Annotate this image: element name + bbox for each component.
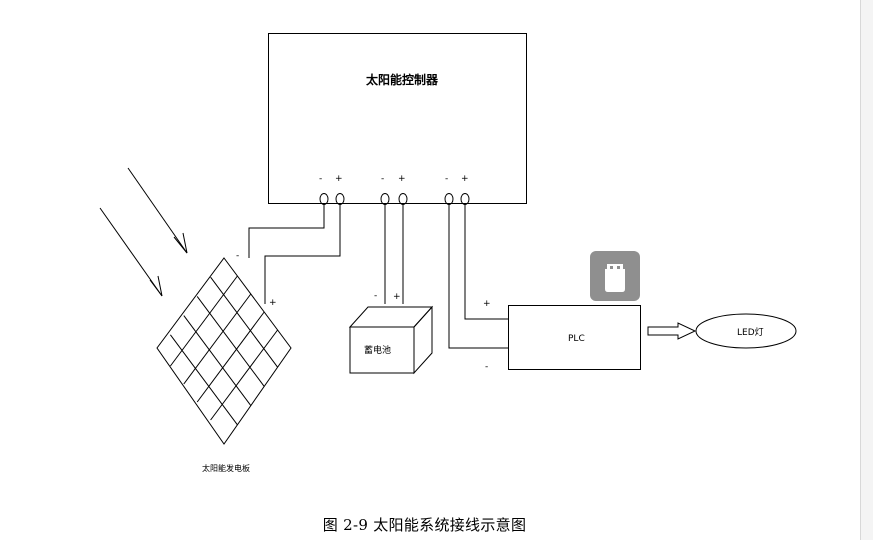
output-arrow: [647, 322, 697, 340]
figure-caption-text: 图 2-9 太阳能系统接线示意图: [322, 516, 527, 534]
usb-drive-badge[interactable]: [590, 251, 640, 301]
battery-label: 蓄电池: [364, 344, 391, 356]
sign-panel-minus: -: [319, 174, 322, 184]
usb-drive-icon: [605, 264, 625, 292]
page-edge: [860, 0, 861, 540]
scroll-strip[interactable]: [861, 0, 873, 540]
controller-title: 太阳能控制器: [366, 72, 439, 87]
led-lamp: [695, 313, 797, 349]
battery-box: [348, 305, 434, 375]
terminal-battery-minus: [380, 193, 390, 205]
wire-panel-minus: [248, 205, 325, 258]
figure-caption: 图 2-9 太阳能系统接线示意图: [0, 514, 873, 535]
controller-box: [268, 33, 527, 204]
sign-battery-wire-plus: +: [393, 292, 401, 302]
plc-label: PLC: [568, 334, 585, 344]
sign-load-minus: -: [445, 174, 448, 184]
terminal-panel-minus: [319, 193, 329, 205]
sign-load-plus: +: [461, 174, 469, 184]
sign-panel-wire-plus: +: [269, 298, 277, 308]
terminal-battery-plus: [398, 193, 408, 205]
sign-battery-wire-minus: -: [374, 291, 377, 301]
sign-panel-wire-minus: -: [236, 251, 239, 261]
terminal-panel-plus: [335, 193, 345, 205]
sign-plc-minus: -: [485, 362, 488, 372]
led-label: LED灯: [737, 327, 764, 338]
sign-battery-minus: -: [381, 174, 384, 184]
wire-plc-plus: [464, 205, 508, 320]
plc-box: [508, 305, 641, 370]
sign-panel-plus: +: [335, 174, 343, 184]
panel-label: 太阳能发电板: [202, 463, 250, 473]
sunlight-arrows: [99, 167, 188, 297]
terminal-load-minus: [444, 193, 454, 205]
sign-battery-plus: +: [398, 174, 406, 184]
solar-panel: [156, 257, 292, 445]
sign-plc-plus: +: [483, 299, 491, 309]
terminal-load-plus: [460, 193, 470, 205]
wire-panel-plus: [264, 205, 341, 304]
wire-plc-minus: [448, 205, 508, 349]
